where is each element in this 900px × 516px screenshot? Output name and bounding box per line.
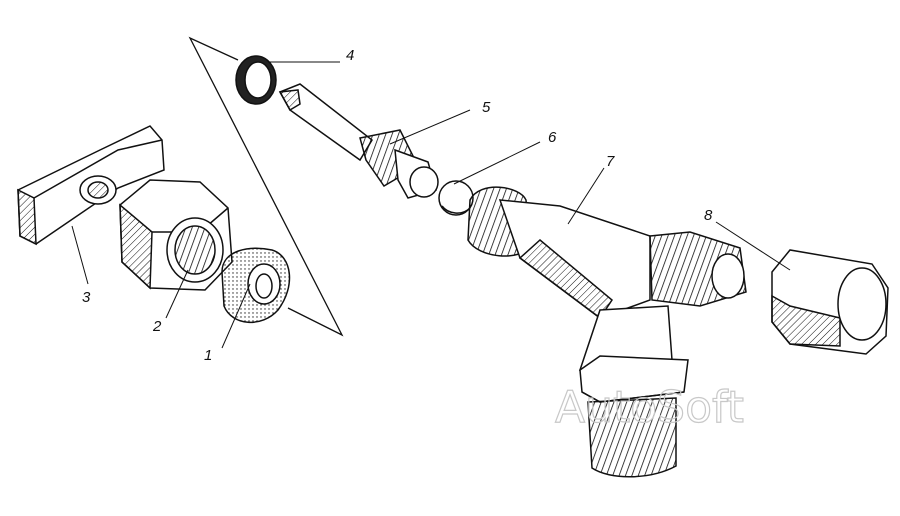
callout-7: 7 [606, 153, 615, 170]
part-7-tee-body [467, 186, 747, 478]
callout-3: 3 [82, 289, 91, 306]
part-8-cap [771, 249, 889, 355]
callout-2: 2 [152, 318, 162, 335]
part-5-spindle [278, 83, 439, 199]
leader-lines [71, 61, 791, 349]
part-3-handle [17, 125, 165, 246]
callout-8: 8 [704, 207, 713, 224]
part-1-washer [221, 247, 291, 324]
callout-labels: 1 2 3 4 5 6 7 8 [82, 47, 713, 364]
assembly-guide-line [188, 36, 344, 337]
callout-4: 4 [346, 47, 354, 64]
watermark-text: AutoSoft [555, 382, 744, 433]
callout-1: 1 [204, 347, 212, 364]
part-2-hex-nut [119, 179, 233, 291]
part-6-ball [438, 180, 474, 216]
part-4-washer [235, 55, 277, 105]
callout-5: 5 [482, 99, 491, 116]
callout-6: 6 [548, 129, 557, 146]
